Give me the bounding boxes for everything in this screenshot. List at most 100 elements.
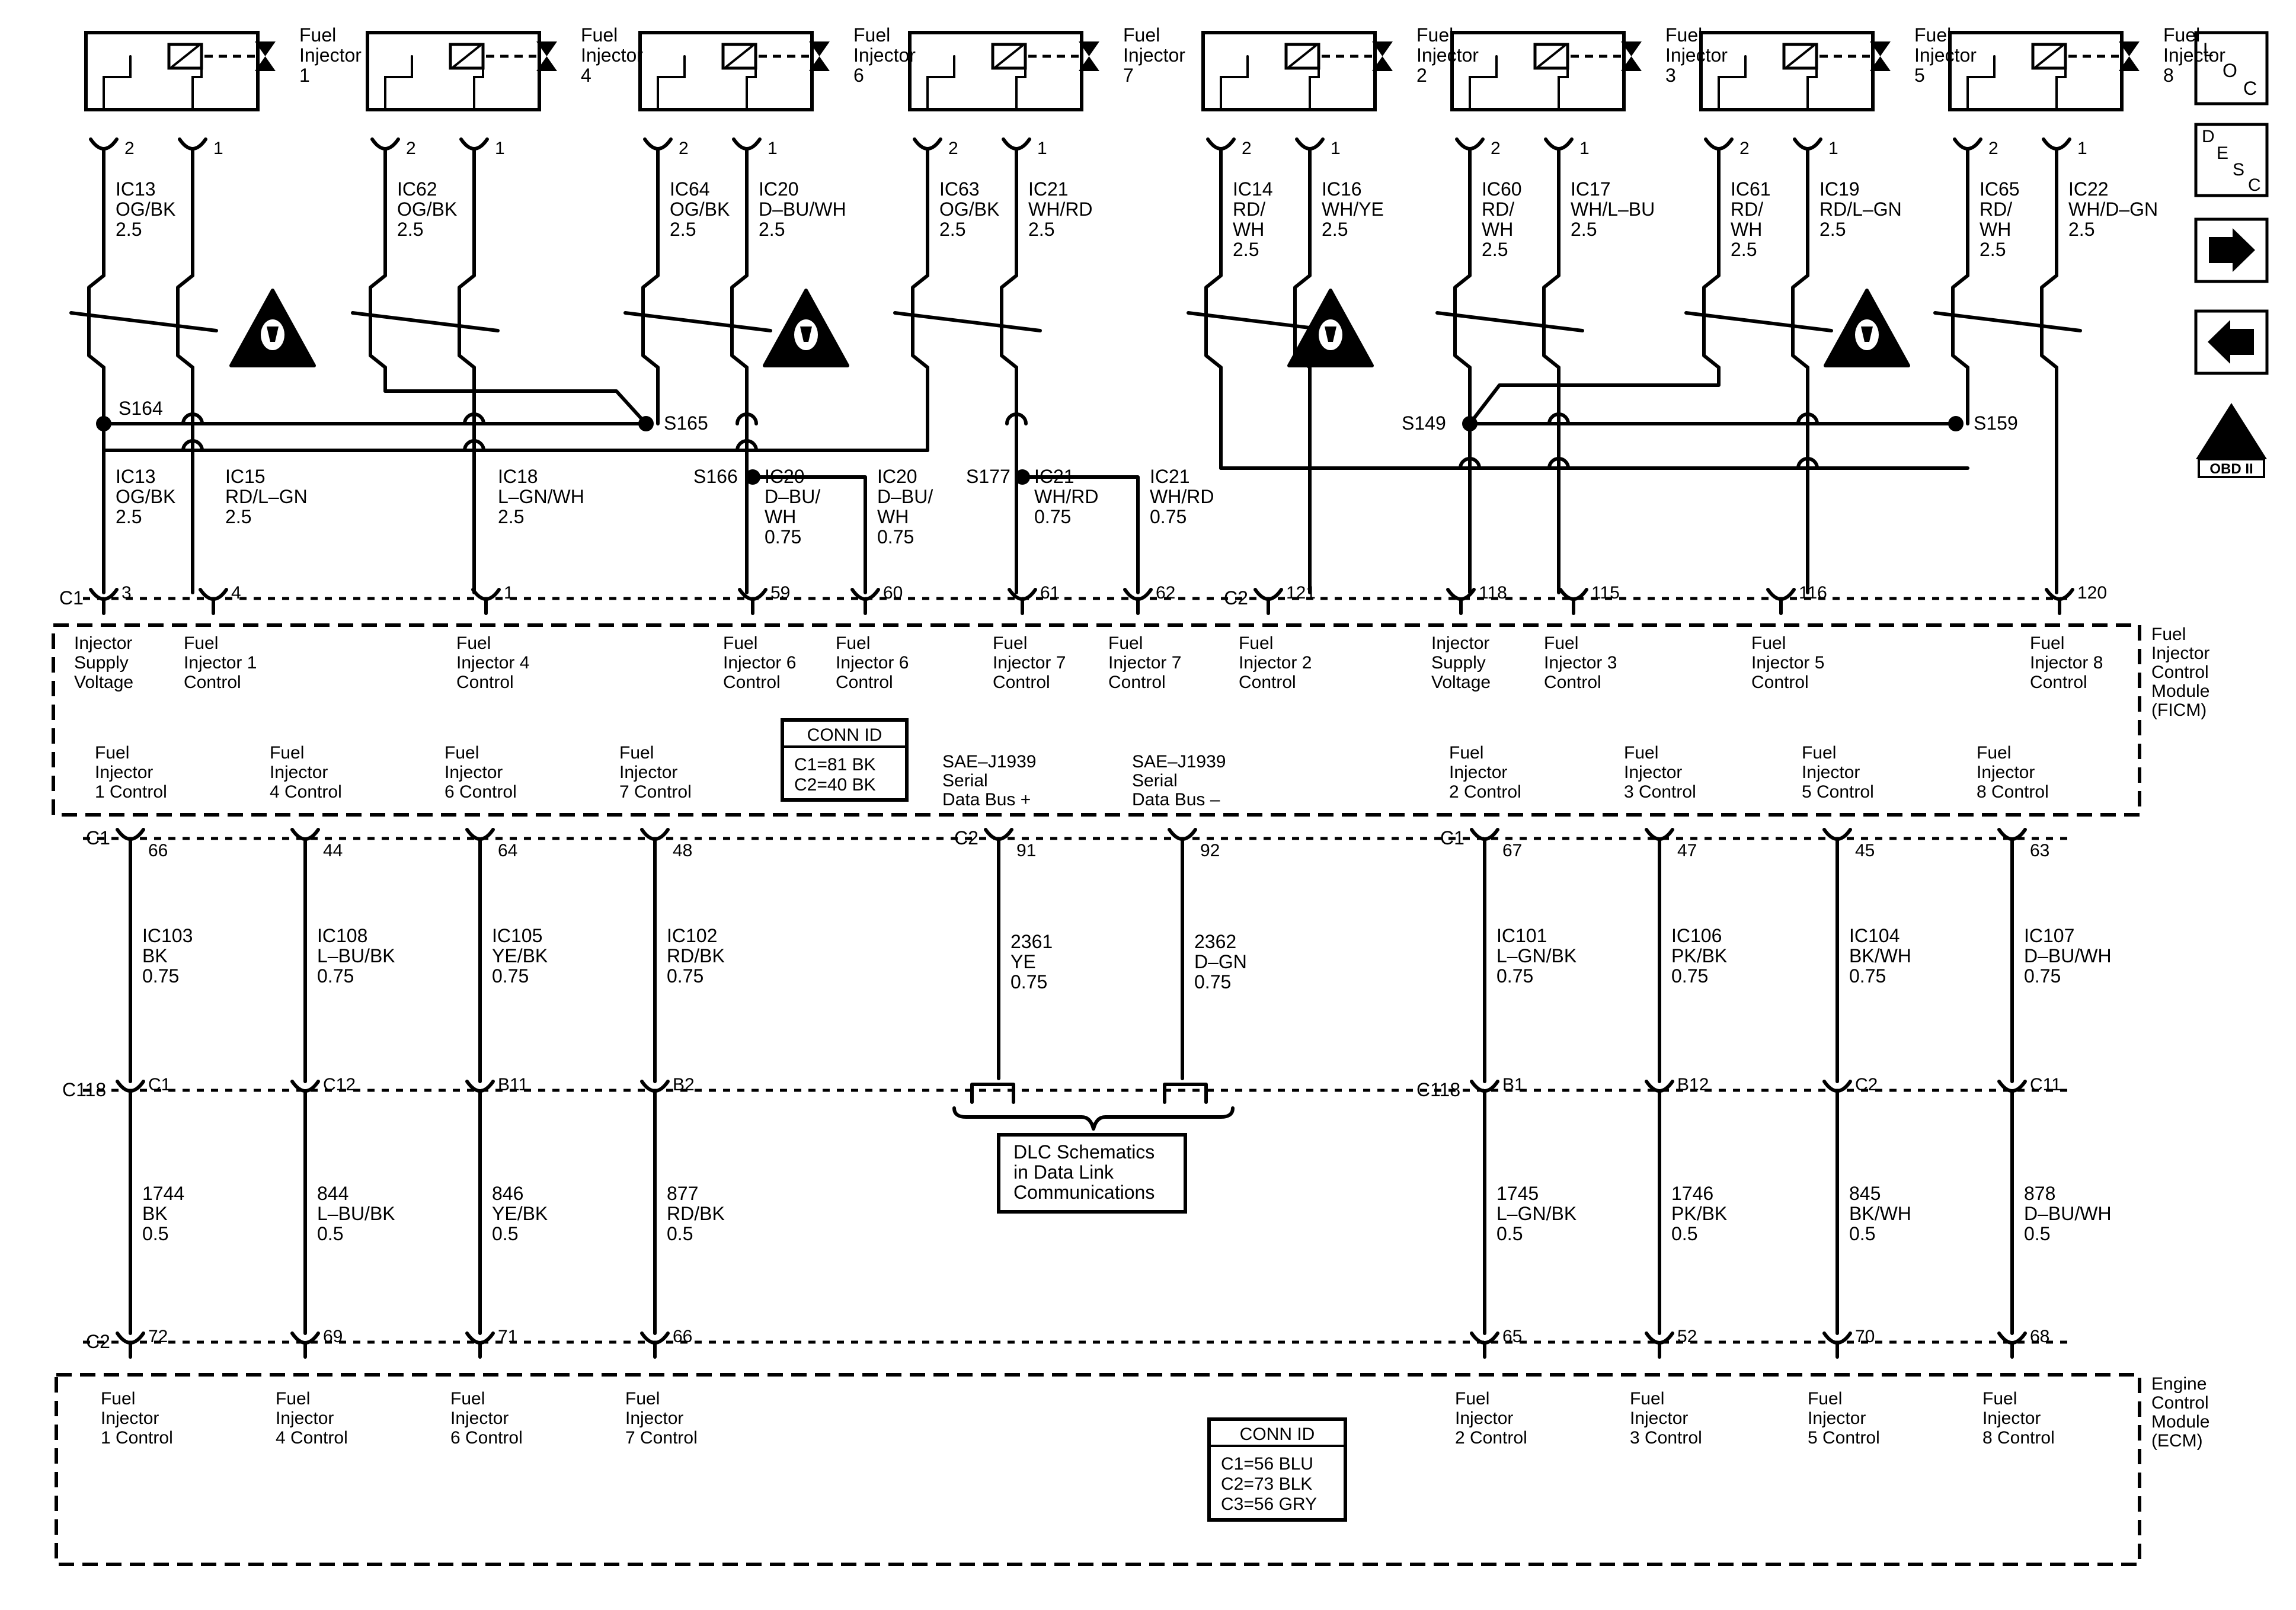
pin-number: C12 — [323, 1075, 356, 1094]
coil-slash — [725, 44, 754, 68]
circuit-label: L–BU/BK — [317, 945, 395, 966]
splice-label: S164 — [119, 398, 163, 419]
circuit-label: 0.75 — [1194, 971, 1231, 993]
circuit-label: WH/RD — [1150, 486, 1214, 507]
ficm-pin-label: 5 Control — [1802, 782, 1874, 802]
conn-id-line: C2=40 BK — [794, 775, 876, 795]
injector-name: 6 — [853, 65, 864, 86]
circuit-label: RD/L–GN — [1819, 199, 1902, 220]
splice-dot — [1015, 469, 1030, 485]
circuit-label: YE/BK — [492, 945, 548, 966]
circuit-label: IC103 — [142, 925, 193, 946]
twisted-pair — [1453, 274, 1472, 369]
pin-number: 44 — [323, 841, 343, 860]
circuit-label: D–BU/ — [765, 486, 820, 507]
circuit-label: 2.5 — [498, 506, 524, 527]
circuit-label: IC63 — [939, 178, 980, 200]
circuit-label: 0.5 — [667, 1223, 693, 1244]
wire-crossover — [1005, 412, 1028, 425]
caution-mark — [800, 327, 812, 342]
ecm-pin-label: Injector — [1630, 1409, 1688, 1428]
ficm-pin-label: Injector — [270, 763, 328, 782]
ficm-pin-label: Injector 4 — [456, 653, 529, 673]
ecm-name: Engine — [2151, 1374, 2207, 1394]
circuit-label: IC21 — [1150, 466, 1190, 487]
ecm-pin-label: Fuel — [450, 1389, 485, 1409]
ficm-pin-label: Injector 1 — [184, 653, 257, 673]
pin-number: 2 — [1491, 139, 1501, 158]
twisted-pair-mark — [1933, 311, 2082, 332]
valve-icon — [1372, 41, 1393, 71]
pin-number: B1 — [1502, 1075, 1524, 1094]
coil-lead — [926, 55, 955, 111]
twisted-pair — [1702, 274, 1721, 369]
injector-name: Injector — [1914, 44, 1977, 66]
circuit-label: 0.5 — [2024, 1223, 2050, 1244]
circuit-label: IC16 — [1322, 178, 1362, 200]
twisted-pair — [1204, 274, 1223, 369]
circuit-label: 2.5 — [225, 506, 251, 527]
caution-mark — [1325, 327, 1336, 342]
wire-crossover — [1459, 457, 1481, 470]
circuit-label: BK/WH — [1849, 1203, 1911, 1224]
connector-id: C1 — [1440, 827, 1464, 849]
circuit-label: 0.75 — [765, 526, 801, 548]
splice-label: S177 — [966, 466, 1011, 487]
valve-icon — [1079, 41, 1099, 71]
circuit-label: IC60 — [1482, 178, 1522, 200]
circuit-label: IC65 — [1980, 178, 2020, 200]
circuit-label: 0.75 — [1034, 506, 1071, 527]
desc-letter: C — [2248, 175, 2261, 195]
circuit-label: IC13 — [116, 178, 156, 200]
circuit-label: IC105 — [492, 925, 542, 946]
obd-mark: II — [2224, 425, 2238, 453]
circuit-label: WH — [765, 506, 796, 527]
circuit-label: IC19 — [1819, 178, 1860, 200]
pin-number: 1 — [2077, 139, 2087, 158]
circuit-label: WH — [1482, 219, 1513, 240]
circuit-label: 0.75 — [1671, 965, 1708, 987]
ficm-pin-label: Injector 6 — [723, 653, 796, 673]
injector-name: Fuel — [853, 24, 890, 46]
caution-icon — [1287, 289, 1374, 367]
ficm-pin-label: 3 Control — [1624, 782, 1696, 802]
injector-name: Injector — [1123, 44, 1185, 66]
coil-slash — [1786, 44, 1815, 68]
pin-number: 1 — [213, 139, 223, 158]
circuit-label: WH/L–BU — [1571, 199, 1655, 220]
circuit-label: IC108 — [317, 925, 367, 946]
wire-crossover — [736, 412, 758, 425]
caution-mark — [267, 327, 279, 342]
circuit-label: RD/ — [1980, 199, 2012, 220]
pin-number: 1 — [1828, 139, 1838, 158]
circuit-label: IC104 — [1849, 925, 1900, 946]
circuit-label: 0.75 — [2024, 965, 2061, 987]
injector-name: Injector — [2163, 44, 2225, 66]
circuit-label: 2.5 — [116, 219, 142, 240]
pin-number: 2 — [679, 139, 689, 158]
circuit-label: 0.5 — [1496, 1223, 1523, 1244]
circuit-label: WH — [1233, 219, 1264, 240]
circuit-label: 0.75 — [492, 965, 529, 987]
pin-number: C1 — [148, 1075, 171, 1094]
twisted-pair — [1791, 274, 1809, 369]
connector-id: C118 — [62, 1079, 106, 1100]
ficm-pin-label: Fuel — [619, 743, 654, 763]
circuit-label: 0.75 — [317, 965, 354, 987]
connector-id: C1 — [59, 587, 84, 609]
ficm-pin-label: Control — [456, 673, 514, 692]
circuit-label: IC15 — [225, 466, 266, 487]
ecm-pin-label: Injector — [101, 1409, 159, 1428]
injector-name: Injector — [581, 44, 643, 66]
injector-name: Fuel — [1123, 24, 1160, 46]
loc-icon — [2194, 31, 2269, 105]
circuit-label: 0.75 — [667, 965, 703, 987]
ficm-pin-label: Fuel — [1624, 743, 1658, 763]
ecm-pin-label: Injector — [1455, 1409, 1513, 1428]
ficm-pin-label: Injector — [1977, 763, 2035, 782]
circuit-label: IC62 — [397, 178, 437, 200]
ficm-name: Control — [2151, 662, 2209, 682]
circuit-label: 2.5 — [116, 506, 142, 527]
